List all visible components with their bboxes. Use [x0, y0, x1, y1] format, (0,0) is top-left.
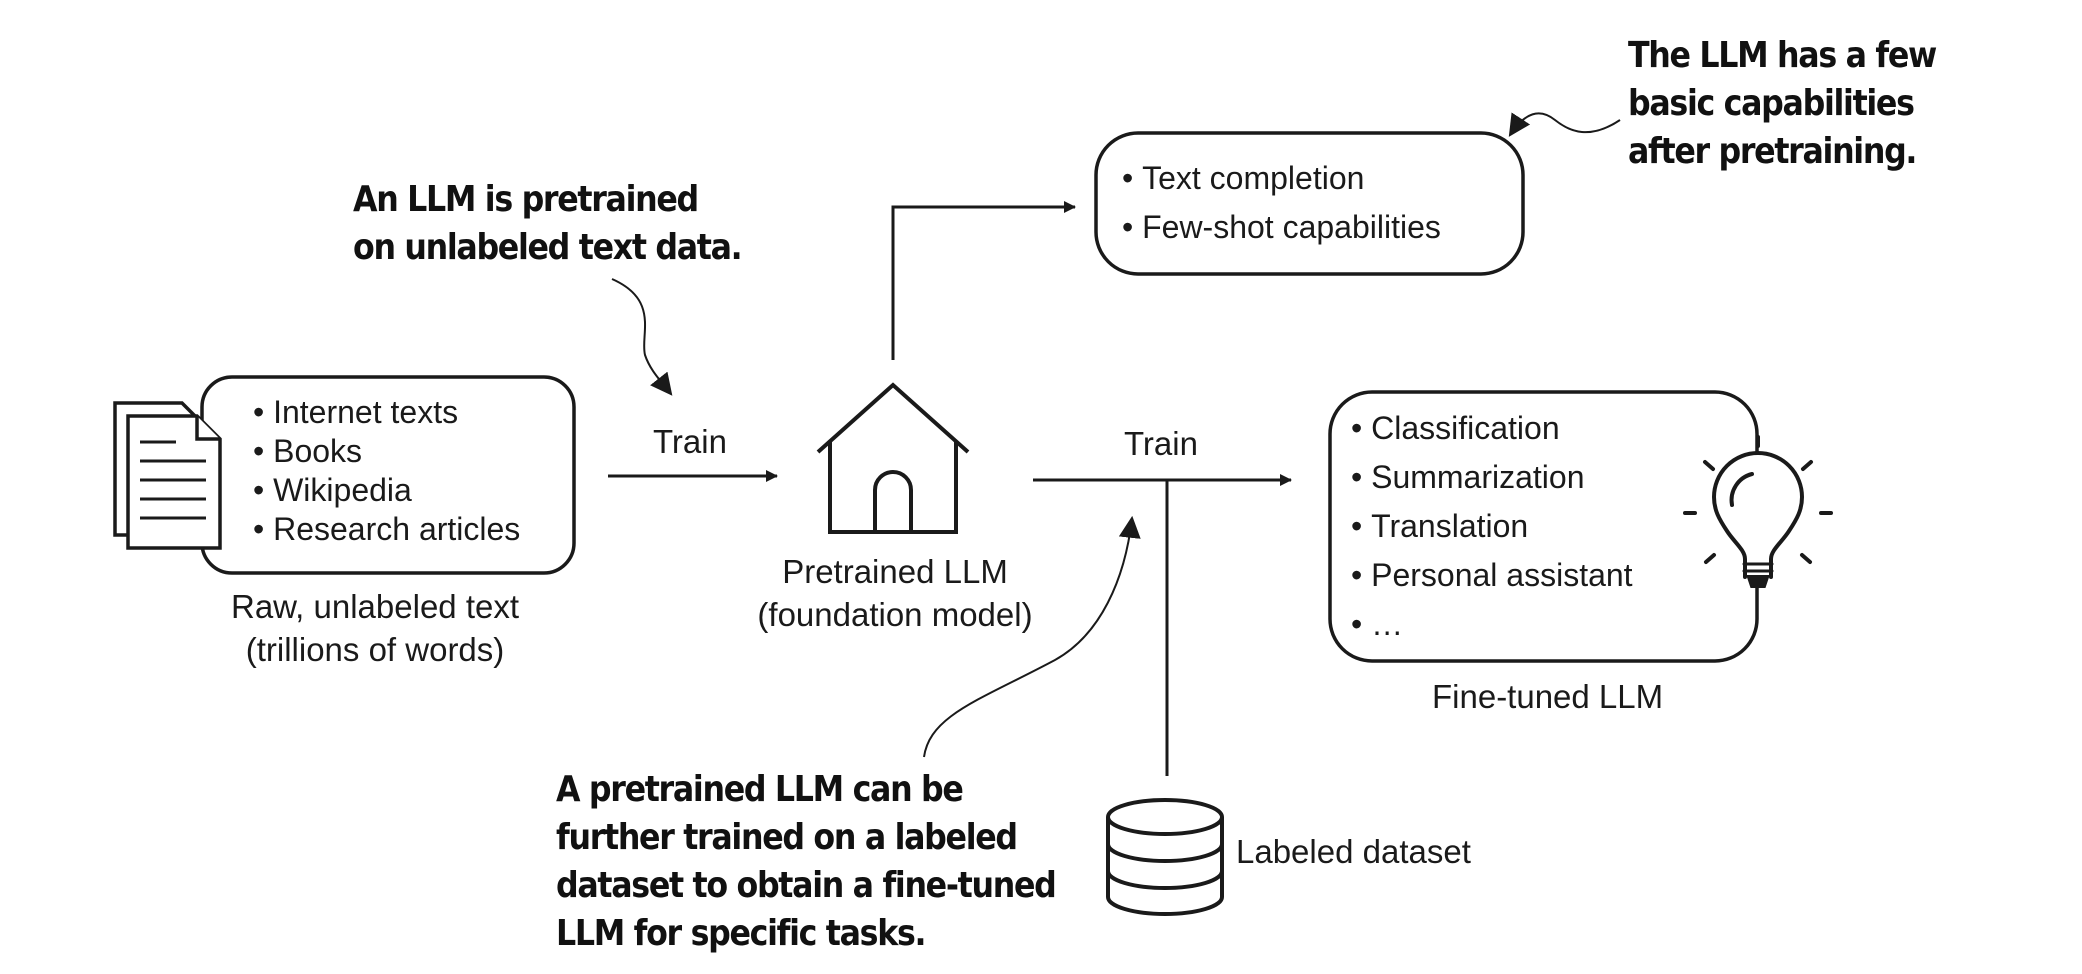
annotation-line: A pretrained LLM can be	[556, 769, 964, 810]
documents-icon	[113, 401, 222, 550]
caption-line: (foundation model)	[757, 596, 1033, 633]
list-item: Research articles	[253, 510, 520, 549]
annotation-line: basic capabilities	[1628, 83, 1915, 124]
list-item: Internet texts	[253, 393, 520, 432]
raw-text-caption: Raw, unlabeled text (trillions of words)	[210, 585, 540, 671]
lightbulb-icon	[1683, 435, 1833, 588]
capabilities-annotation: The LLM has a few basic capabilities aft…	[1628, 32, 1937, 176]
finetune-note-pointer	[923, 515, 1141, 758]
annotation-line: further trained on a labeled	[556, 817, 1018, 858]
database-icon	[1106, 798, 1224, 916]
train-label-2: Train	[1124, 425, 1198, 462]
list-item: Text completion	[1122, 154, 1441, 203]
train-label-1: Train	[653, 423, 727, 460]
pretrained-caption: Pretrained LLM (foundation model)	[740, 550, 1050, 636]
finetuned-list: Classification Summarization Translation…	[1351, 404, 1633, 649]
annotation-line: after pretraining.	[1628, 131, 1917, 172]
dataset-label: Labeled dataset	[1236, 833, 1471, 870]
annotation-line: on unlabeled text data.	[353, 227, 743, 268]
caption-line: Raw, unlabeled text	[230, 588, 520, 625]
caption-line: Pretrained LLM	[782, 553, 1008, 590]
annotation-line: dataset to obtain a fine-tuned	[556, 865, 1057, 906]
list-item: Classification	[1351, 404, 1633, 453]
pretrain-note-pointer	[611, 278, 673, 396]
finetune-annotation: A pretrained LLM can be further trained …	[556, 766, 1057, 958]
house-icon	[816, 382, 970, 534]
list-item: Translation	[1351, 502, 1633, 551]
capabilities-arrow	[891, 201, 1076, 360]
list-item: Books	[253, 432, 520, 471]
annotation-line: An LLM is pretrained	[353, 179, 699, 220]
list-item: Few-shot capabilities	[1122, 203, 1441, 252]
list-item: …	[1351, 600, 1633, 649]
raw-text-list: Internet texts Books Wikipedia Research …	[253, 393, 520, 549]
list-item: Summarization	[1351, 453, 1633, 502]
capabilities-note-pointer	[1508, 112, 1621, 137]
caption-line: (trillions of words)	[245, 631, 505, 668]
finetuned-caption: Fine-tuned LLM	[1432, 678, 1664, 715]
pretrain-annotation: An LLM is pretrained on unlabeled text d…	[353, 176, 743, 272]
basic-capabilities-list: Text completion Few-shot capabilities	[1122, 154, 1441, 252]
annotation-line: The LLM has a few	[1628, 35, 1937, 76]
list-item: Personal assistant	[1351, 551, 1632, 600]
list-item: Wikipedia	[253, 471, 520, 510]
annotation-line: LLM for specific tasks.	[556, 913, 927, 954]
